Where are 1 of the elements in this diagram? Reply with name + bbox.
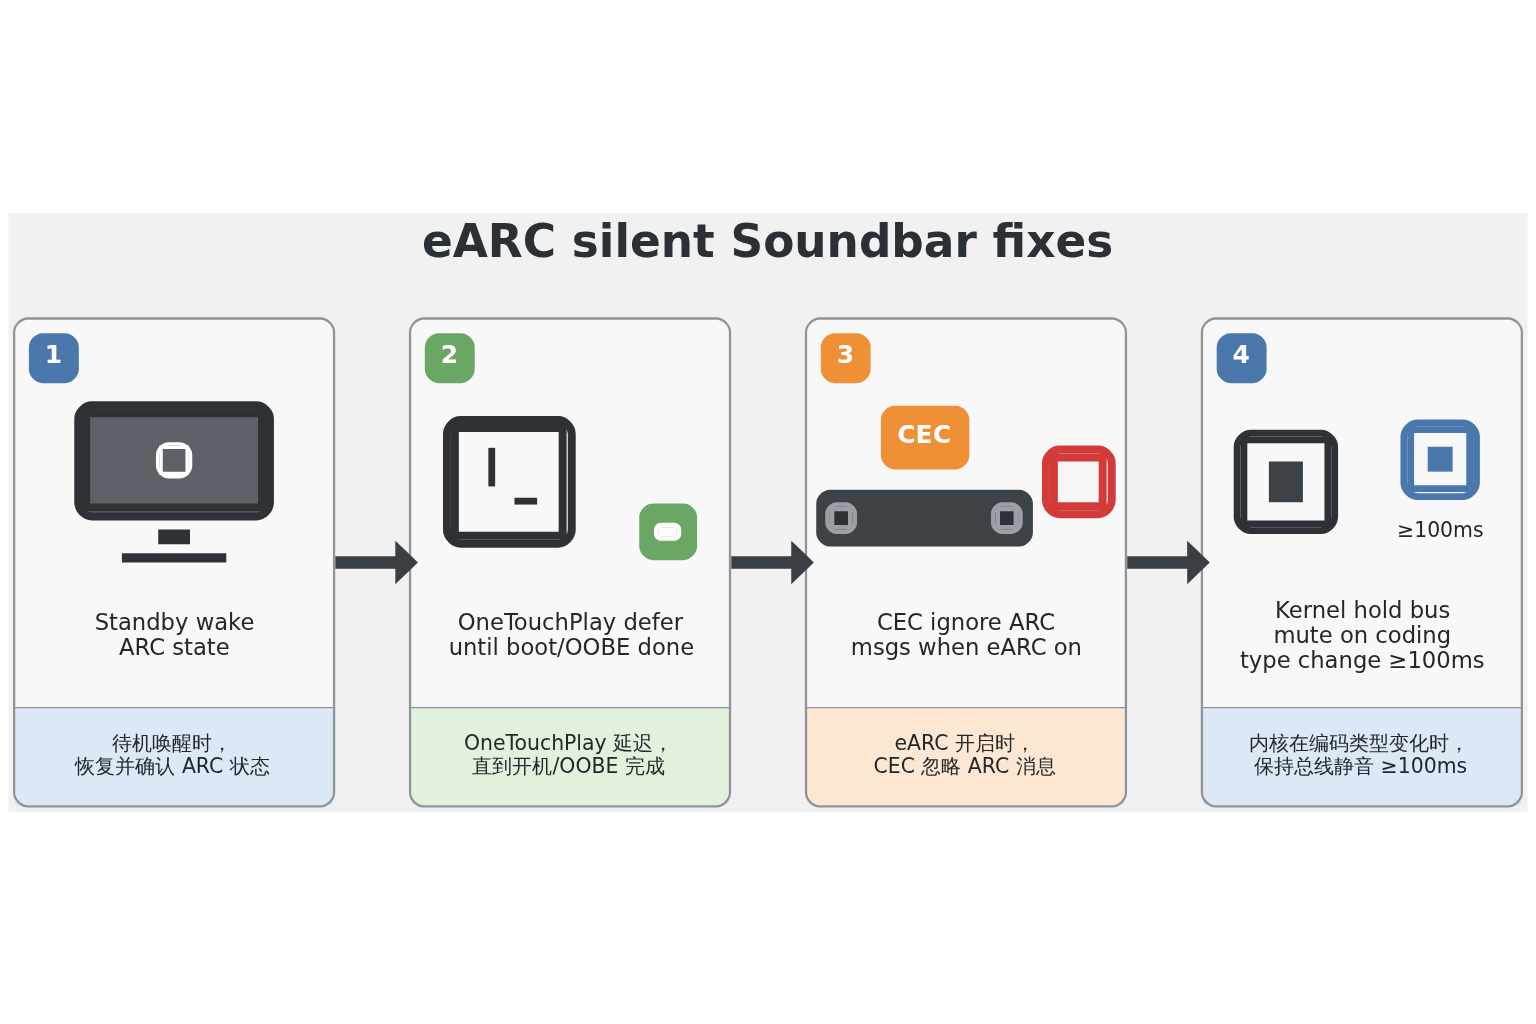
diagram-title: eARC silent Soundbar fixes xyxy=(421,214,1114,268)
